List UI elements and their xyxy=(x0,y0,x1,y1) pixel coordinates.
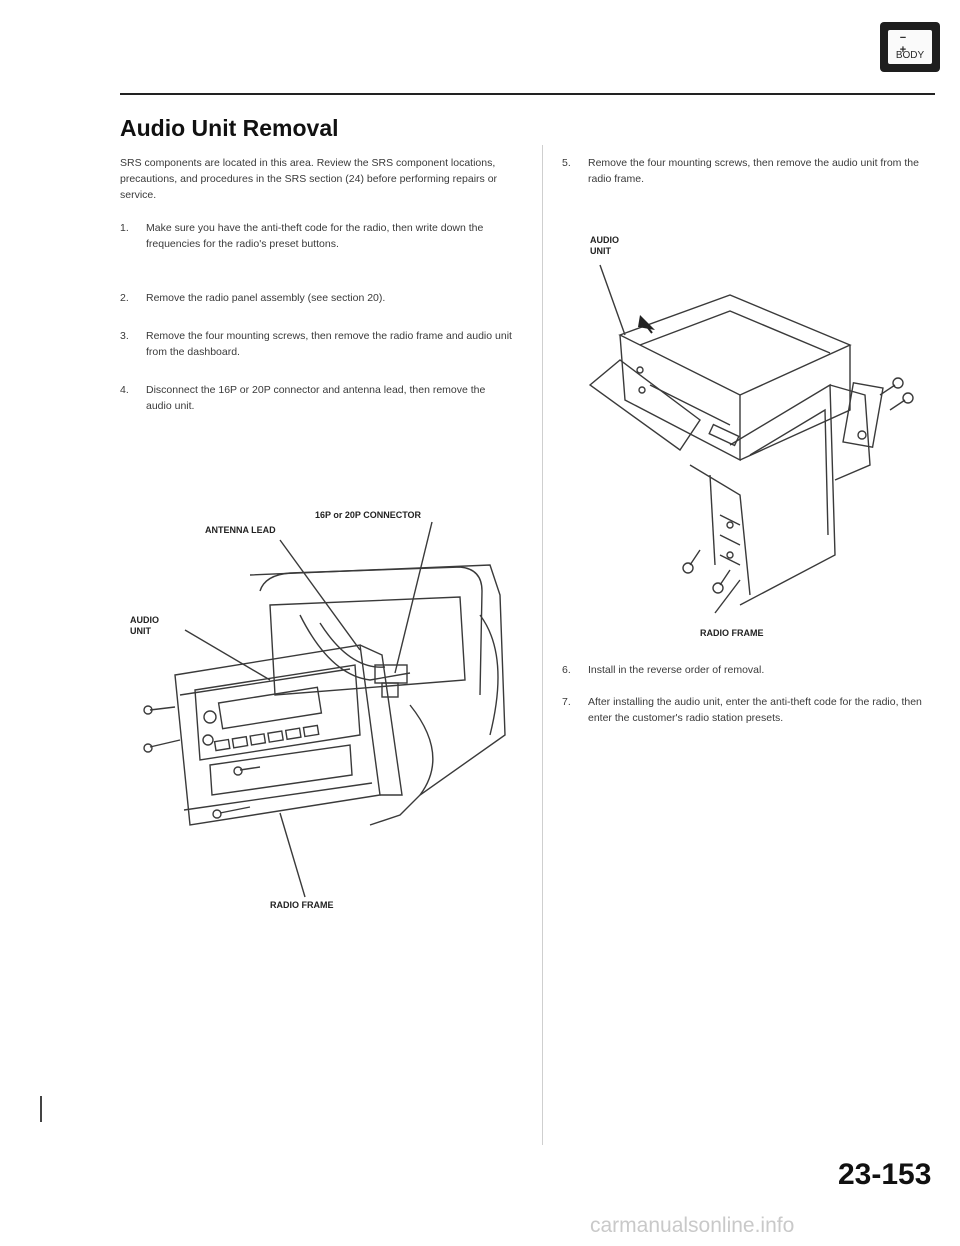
body-section-badge: − + BODY xyxy=(880,22,940,72)
step-4: 4.Disconnect the 16P or 20P connector an… xyxy=(120,384,486,412)
watermark: carmanualsonline.info xyxy=(590,1214,795,1237)
margin-mark xyxy=(40,1096,42,1122)
battery-terminals: − + xyxy=(899,32,921,56)
radio-frame-label: RADIO FRAME xyxy=(700,628,764,638)
battery-icon: − + BODY xyxy=(888,30,932,64)
audio-unit-label-line1: AUDIO xyxy=(130,615,159,625)
radio-frame-label: RADIO FRAME xyxy=(270,900,334,910)
srs-warning: SRS components are located in this area.… xyxy=(120,157,498,201)
section-label: BODY xyxy=(895,50,925,61)
dashboard-removal-figure: 16P or 20P CONNECTOR ANTENNA LEAD AUDIO … xyxy=(120,495,520,935)
step-5: 5.Remove the four mounting screws, then … xyxy=(562,157,919,185)
step-6: 6.Install in the reverse order of remova… xyxy=(562,664,765,676)
step-7: 7.After installing the audio unit, enter… xyxy=(562,696,922,724)
audio-unit-label-line2: UNIT xyxy=(590,246,611,256)
frame-illustration xyxy=(588,264,914,614)
dashboard-illustration xyxy=(143,521,506,898)
step-2: 2.Remove the radio panel assembly (see s… xyxy=(120,292,386,304)
step-3: 3.Remove the four mounting screws, then … xyxy=(120,330,512,358)
header-rule xyxy=(120,93,935,95)
frame-removal-figure: AUDIO UNIT xyxy=(580,235,940,615)
page-number: 23-153 xyxy=(838,1158,932,1191)
connector-label: 16P or 20P CONNECTOR xyxy=(315,510,422,520)
step-1: 1.Make sure you have the anti-theft code… xyxy=(120,222,484,250)
column-divider xyxy=(542,145,543,1145)
antenna-lead-label: ANTENNA LEAD xyxy=(205,525,276,535)
audio-unit-label-line1: AUDIO xyxy=(590,235,619,245)
page-title: Audio Unit Removal xyxy=(120,115,339,141)
audio-unit-label-line2: UNIT xyxy=(130,626,151,636)
